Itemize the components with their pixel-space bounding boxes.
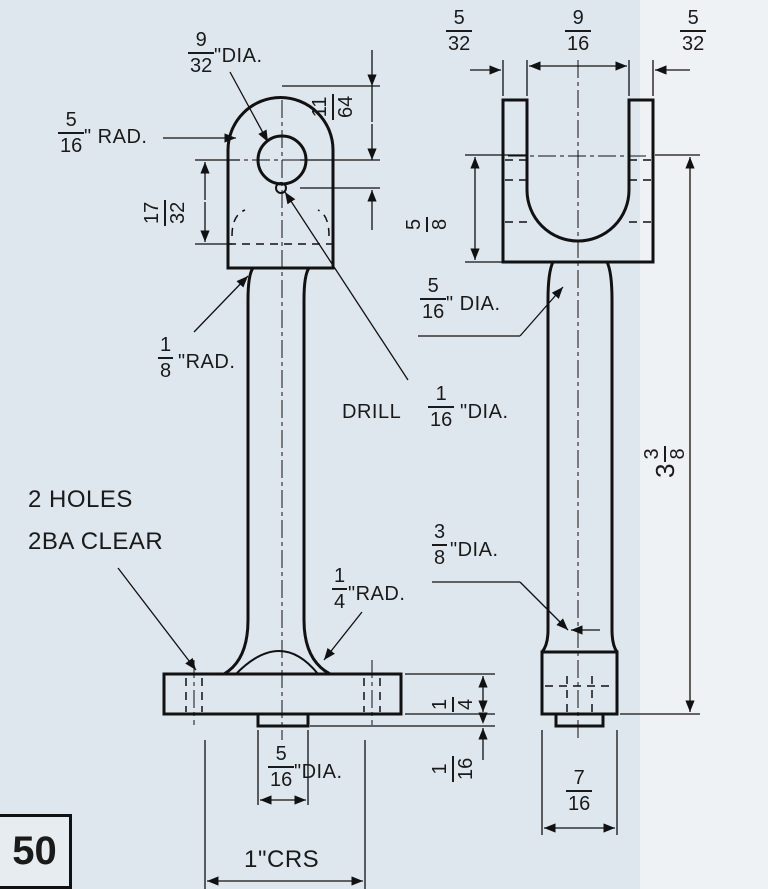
boss-width-label: 7 16 (566, 767, 593, 815)
shank-outline (223, 267, 331, 676)
upper-shank-dia-suffix: " DIA. (446, 293, 501, 315)
side-view (501, 98, 655, 728)
side-boss (540, 650, 619, 716)
spigot-dia-suffix: "DIA. (294, 761, 343, 783)
upper-shank-dia-label: 5 16 (420, 275, 447, 323)
centres-suffix: "CRS (258, 846, 320, 873)
spigot (256, 712, 310, 728)
pin-hole-dia-suffix: "DIA. (214, 45, 263, 67)
fork-outline (501, 98, 655, 264)
overall-length-label: 3 3 8 (641, 446, 689, 478)
base-hump (235, 650, 319, 675)
front-hidden-lines (185, 209, 381, 712)
paper-fold-shade (640, 0, 768, 889)
spigot-dia-label: 5 16 (268, 743, 295, 791)
pin-hole-dia-label: 9 32 (188, 29, 215, 77)
slot-side-right-label: 5 32 (680, 7, 707, 55)
neck-radius-label: 1 8 (158, 334, 174, 382)
head-outline (226, 96, 335, 270)
head-radius-label: 5 16 (58, 109, 85, 157)
drill-hole (275, 182, 287, 194)
top-offset-label: 11 64 (309, 93, 357, 120)
side-centre-line (508, 60, 650, 740)
dimension-lines (117, 50, 700, 889)
lower-shank-dia-label: 3 8 (432, 521, 448, 569)
side-hidden-lines (505, 159, 651, 712)
base-radius-label: 1 4 (332, 565, 348, 613)
side-shank (540, 261, 619, 653)
drill-dia-suffix: "DIA. (460, 401, 509, 423)
holes-note-line2: 2BA CLEAR (28, 528, 164, 555)
head-depth-label: 17 32 (141, 199, 189, 226)
page-number: 50 (0, 814, 72, 889)
slot-depth-label: 5 8 (403, 216, 451, 232)
holes-note-line1: 2 HOLES (28, 486, 133, 513)
side-spigot (554, 712, 605, 728)
base-radius-suffix: "RAD. (348, 583, 406, 605)
base-thickness-label: 1 4 (429, 696, 477, 712)
lower-shank-dia-suffix: "DIA. (450, 539, 499, 561)
drill-prefix: DRILL (342, 401, 402, 423)
slot-width-label: 9 16 (565, 7, 592, 55)
spigot-length-label: 1 16 (429, 755, 477, 782)
head-radius-suffix: " RAD. (84, 126, 148, 148)
slot-side-left-label: 5 32 (446, 7, 473, 55)
centres-num: 1 (244, 846, 258, 873)
drill-dia-label: 1 16 (428, 383, 455, 431)
neck-radius-suffix: "RAD. (178, 351, 236, 373)
